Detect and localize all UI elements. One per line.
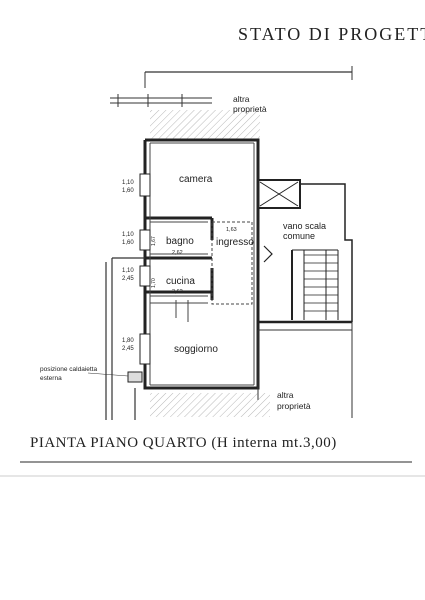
- boiler-leader: [87, 372, 129, 377]
- plan-caption: PIANTA PIANO QUARTO (H interna mt.3,00): [30, 435, 337, 451]
- bottom-neighbor-boundary: [257, 322, 353, 418]
- top-hatched-area: [150, 110, 260, 140]
- entrance-door: [256, 245, 273, 263]
- dim-bagno-a: 1,10: [122, 232, 134, 238]
- left-balcony: [105, 257, 145, 420]
- height-cucina: 2,62: [172, 289, 183, 295]
- top-neighbor-boundary: [110, 66, 353, 107]
- room-label-bagno: bagno: [166, 236, 194, 247]
- bottom-hatched-area: [150, 393, 270, 417]
- left-windows: [127, 173, 151, 383]
- room-label-vano-scala: vano scala: [283, 221, 326, 231]
- dim-cucina-b: 2,45: [122, 276, 134, 282]
- bottom-neighbor-label-1: altra: [277, 390, 294, 400]
- height-bagno-vertical: 1,67: [151, 236, 157, 246]
- drawing-status-title: STATO DI PROGETTO: [238, 24, 425, 44]
- height-ingresso: 1,63: [226, 227, 237, 233]
- height-cucina-vertical: 1,70: [151, 278, 157, 288]
- dim-camera-a: 1,10: [122, 180, 134, 186]
- dim-bagno-b: 1,60: [122, 240, 134, 246]
- dim-cucina-a: 1,10: [122, 268, 134, 274]
- dim-soggiorno-b: 2,45: [122, 346, 134, 352]
- boiler-note-1: posizione caldaietta: [40, 366, 97, 373]
- stairwell: [257, 179, 353, 324]
- boiler-note-2: esterna: [40, 375, 62, 382]
- dim-soggiorno-a: 1,80: [122, 338, 134, 344]
- dim-camera-b: 1,60: [122, 188, 134, 194]
- height-bagno: 2,62: [172, 250, 183, 256]
- room-label-camera: camera: [179, 174, 213, 185]
- top-neighbor-label-2: proprietà: [233, 104, 267, 114]
- room-label-cucina: cucina: [166, 276, 195, 287]
- room-label-soggiorno: soggiorno: [174, 344, 218, 355]
- room-label-comune: comune: [283, 231, 315, 241]
- top-neighbor-label-1: altra: [233, 94, 250, 104]
- room-label-ingresso: ingresso: [216, 237, 254, 248]
- bottom-neighbor-label-2: proprietà: [277, 401, 311, 411]
